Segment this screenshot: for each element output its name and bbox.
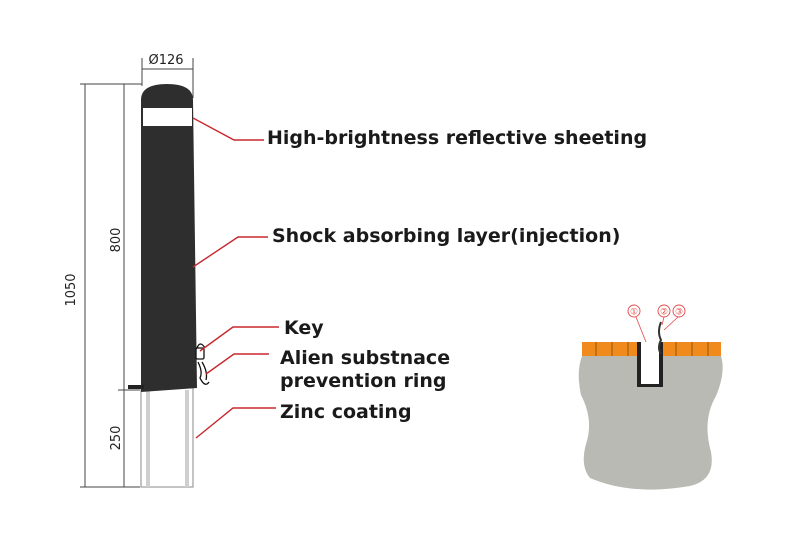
zinc-coating-label: Zinc coating [280, 401, 412, 423]
shock-absorbing-layer-label: Shock absorbing layer(injection) [272, 225, 621, 247]
bollard [128, 84, 210, 488]
prevention-ring-label-line2: prevention ring [280, 370, 447, 392]
reflective-sheeting-label: High-brightness reflective sheeting [267, 127, 648, 149]
diameter-label: Ø126 [148, 53, 183, 68]
leader-lines [192, 117, 279, 439]
marker-2: ② [660, 308, 668, 318]
marker-3: ③ [675, 308, 683, 318]
upper-height-label: 800 [109, 228, 124, 253]
marker-1: ① [630, 308, 638, 318]
bollard-body [141, 84, 197, 392]
dimension-lines [80, 58, 194, 488]
lower-height-label: 250 [109, 426, 124, 451]
ground-section [578, 356, 723, 490]
key-lock [195, 343, 210, 385]
total-height-label: 1050 [64, 273, 79, 306]
reflective-band [143, 108, 192, 126]
prevention-ring-label-line1: Alien substnace [280, 347, 451, 369]
key-label: Key [284, 317, 324, 339]
cross-section-detail: ① ② ③ [578, 304, 723, 490]
